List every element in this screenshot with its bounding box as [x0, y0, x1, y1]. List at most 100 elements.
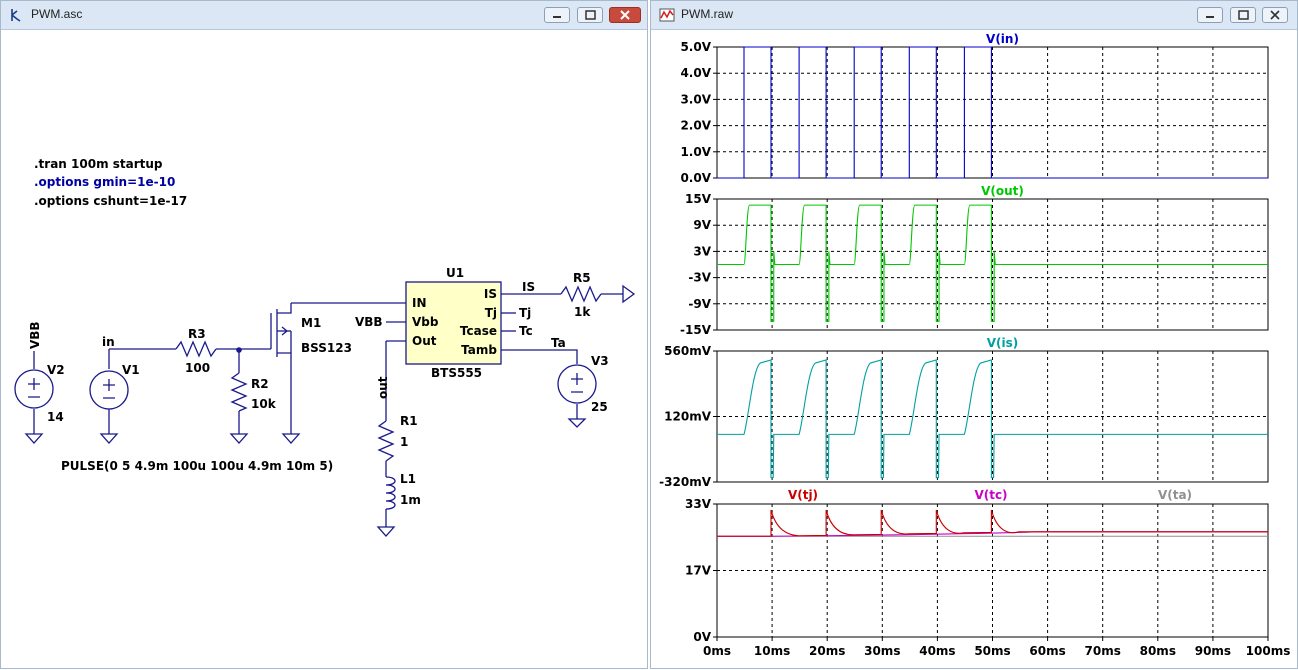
- v3-value: 25: [591, 400, 608, 414]
- m1-mosfet[interactable]: [270, 303, 292, 361]
- waveform-plot-area[interactable]: 5.0V4.0V3.0V2.0V1.0V0.0VV(in)15V9V3V-3V-…: [651, 30, 1297, 670]
- r2-resistor[interactable]: [230, 372, 248, 412]
- y-tick-label: 33V: [685, 497, 712, 511]
- m1-name: M1: [301, 316, 321, 330]
- r3-value: 100: [185, 361, 210, 375]
- tj-net-label: Tj: [519, 306, 531, 320]
- x-tick-label: 50ms: [974, 644, 1010, 658]
- l1-ground: [376, 526, 396, 537]
- maximize-button[interactable]: [577, 7, 603, 23]
- u1-name: U1: [446, 266, 464, 280]
- y-tick-label: -320mV: [659, 475, 712, 489]
- v1-source[interactable]: [89, 370, 129, 444]
- trace-legend-label[interactable]: V(tc): [974, 488, 1007, 502]
- close-button[interactable]: [609, 7, 641, 23]
- m1-ground: [281, 433, 301, 444]
- r3-resistor[interactable]: [175, 340, 217, 358]
- y-tick-label: 560mV: [664, 344, 712, 358]
- waveform-window-title: PWM.raw: [681, 7, 733, 21]
- r5-value: 1k: [574, 305, 591, 319]
- schematic-canvas[interactable]: .tran 100m startup .options gmin=1e-10 .…: [9, 30, 641, 662]
- x-tick-label: 10ms: [754, 644, 790, 658]
- x-tick-label: 90ms: [1195, 644, 1231, 658]
- minimize-button[interactable]: [1197, 7, 1223, 23]
- directive-gmin[interactable]: .options gmin=1e-10: [34, 175, 175, 189]
- is-net-label: IS: [522, 280, 535, 294]
- trace-title[interactable]: V(out): [981, 184, 1024, 198]
- schematic-titlebar[interactable]: PWM.asc: [1, 1, 647, 30]
- trace-v-tj[interactable]: [717, 509, 1268, 537]
- vbb-net-label: VBB: [355, 315, 383, 329]
- u1-pin-tcase: Tcase: [460, 324, 497, 338]
- v3-source[interactable]: [557, 364, 597, 428]
- r2-ground: [229, 433, 249, 444]
- trace-legend-label[interactable]: V(ta): [1158, 488, 1192, 502]
- trace-v-in[interactable]: [717, 46, 1268, 179]
- u1-model: BTS555: [431, 366, 482, 380]
- waveform-titlebar[interactable]: PWM.raw: [651, 1, 1297, 30]
- minimize-icon: [553, 16, 561, 18]
- close-icon: [620, 10, 630, 20]
- l1-name: L1: [400, 472, 416, 486]
- minimize-button[interactable]: [544, 7, 570, 23]
- m1-model: BSS123: [301, 341, 352, 355]
- x-tick-label: 30ms: [864, 644, 900, 658]
- r1-value: 1: [400, 435, 408, 449]
- x-tick-label: 70ms: [1085, 644, 1121, 658]
- wires[interactable]: [33, 293, 623, 527]
- y-tick-label: 2.0V: [680, 119, 711, 133]
- pulse-spec[interactable]: PULSE(0 5 4.9m 100u 100u 4.9m 10m 5): [61, 459, 333, 473]
- schematic-window: PWM.asc .tran 100m startup .options gmin…: [0, 0, 648, 669]
- y-tick-label: -9V: [688, 297, 711, 311]
- r3-name: R3: [188, 327, 206, 341]
- x-tick-label: 20ms: [809, 644, 845, 658]
- directive-tran[interactable]: .tran 100m startup: [34, 157, 163, 171]
- schematic-window-title: PWM.asc: [31, 7, 83, 21]
- u1-pin-in: IN: [412, 296, 427, 310]
- y-tick-label: -3V: [688, 271, 711, 285]
- u1-pin-is: IS: [484, 287, 497, 301]
- r5-resistor[interactable]: [560, 285, 602, 303]
- u1-pin-tamb: Tamb: [461, 343, 497, 357]
- u1-pin-vbb: Vbb: [412, 315, 439, 329]
- maximize-button[interactable]: [1230, 7, 1256, 23]
- l1-inductor[interactable]: [385, 476, 396, 510]
- r5-name: R5: [573, 271, 591, 285]
- y-tick-label: 3V: [693, 244, 711, 258]
- x-tick-label: 60ms: [1029, 644, 1065, 658]
- x-tick-label: 0ms: [703, 644, 731, 658]
- trace-v-is[interactable]: [717, 359, 1268, 479]
- y-tick-label: 17V: [685, 564, 712, 578]
- v3-name: V3: [591, 354, 609, 368]
- v2-source[interactable]: [14, 369, 54, 444]
- v2-net-label: VBB: [28, 321, 42, 349]
- r2-name: R2: [251, 377, 269, 391]
- r1-name: R1: [400, 414, 418, 428]
- v2-value: 14: [47, 410, 64, 424]
- trace-legend-label[interactable]: V(tj): [788, 488, 818, 502]
- x-tick-label: 80ms: [1140, 644, 1176, 658]
- directive-cshunt[interactable]: .options cshunt=1e-17: [34, 194, 187, 208]
- trace-v-out[interactable]: [717, 204, 1268, 322]
- r5-output-port: [622, 284, 636, 304]
- l1-value: 1m: [400, 493, 421, 507]
- y-tick-label: 1.0V: [680, 145, 711, 159]
- r1-resistor[interactable]: [377, 420, 395, 462]
- r2-value: 10k: [251, 397, 277, 411]
- v1-name: V1: [122, 363, 140, 377]
- v2-name: V2: [47, 363, 65, 377]
- u1-pin-out: Out: [412, 334, 437, 348]
- tc-net-label: Tc: [519, 324, 533, 338]
- trace-title[interactable]: V(is): [987, 336, 1019, 350]
- ta-net-label: Ta: [551, 336, 566, 350]
- y-tick-label: 0.0V: [680, 171, 711, 185]
- schematic-app-icon: [11, 9, 21, 22]
- u1-pin-tj: Tj: [485, 306, 497, 320]
- y-tick-label: 120mV: [664, 410, 712, 424]
- v1-net-label: in: [102, 335, 115, 349]
- y-tick-label: 9V: [693, 218, 711, 232]
- close-button[interactable]: [1262, 7, 1288, 23]
- trace-title[interactable]: V(in): [986, 32, 1019, 46]
- u1-block[interactable]: [405, 281, 502, 365]
